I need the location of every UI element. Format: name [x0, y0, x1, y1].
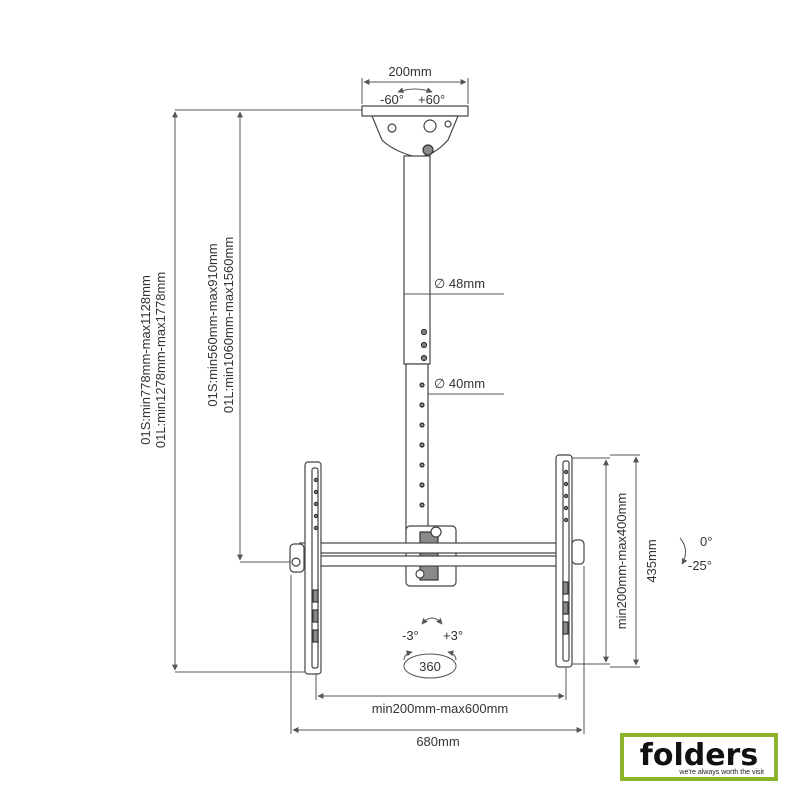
outer-pole-diameter-label: ∅ 48mm: [434, 276, 485, 291]
bracket-height-dimension: 435mm: [610, 454, 659, 668]
tilt-down-label: -25°: [688, 558, 712, 573]
bracket-height-label: 435mm: [644, 539, 659, 582]
logo-name: folders: [640, 738, 758, 773]
pole-height-s-label: 01S:min560mm-max910mm: [205, 243, 220, 406]
rotation-indicator: 360: [403, 650, 457, 679]
total-width-dimension: 680mm: [290, 566, 585, 749]
folders-logo: folders we're always worth the visit: [620, 733, 778, 781]
tilt-indicator: 0° -25°: [679, 534, 712, 573]
plate-width-label: 200mm: [388, 64, 431, 79]
plate-tilt-right-label: +60°: [418, 92, 445, 107]
pole-height-dimension: 01S:min560mm-max910mm 01L:min1060mm-max1…: [205, 111, 290, 563]
swivel-left-label: -3°: [402, 628, 419, 643]
total-height-dimension: 01S:min778mm-max1128mm 01L:min1278mm-max…: [138, 109, 362, 673]
rotation-label: 360: [419, 659, 441, 674]
inner-pole-diameter-label: ∅ 40mm: [434, 376, 485, 391]
left-vesa-bracket: [289, 461, 322, 675]
pole-diameter-callouts: ∅ 48mm ∅ 40mm: [428, 276, 504, 395]
ceiling-plate: [361, 105, 469, 158]
vesa-horizontal-label: min200mm-max600mm: [372, 701, 509, 716]
logo-frame: [620, 733, 778, 781]
swivel-indicator: -3° +3°: [402, 617, 463, 643]
plate-tilt-left-label: -60°: [380, 92, 404, 107]
vesa-vertical-label: min200mm-max400mm: [614, 493, 629, 630]
right-vesa-bracket: [555, 454, 585, 668]
total-width-label: 680mm: [416, 734, 459, 749]
inner-pole: [405, 363, 429, 533]
total-height-l-label: 01L:min1278mm-max1778mm: [153, 272, 168, 448]
tilt-up-label: 0°: [700, 534, 712, 549]
outer-pole: [403, 155, 431, 365]
swivel-right-label: +3°: [443, 628, 463, 643]
vesa-vertical-dimension: min200mm-max400mm: [572, 457, 629, 665]
plate-width-dimension: 200mm -60° +60°: [361, 64, 469, 107]
pole-height-l-label: 01L:min1060mm-max1560mm: [221, 237, 236, 413]
logo-tagline: we're always worth the visit: [678, 769, 764, 776]
vesa-horizontal-dimension: min200mm-max600mm: [315, 668, 567, 716]
total-height-s-label: 01S:min778mm-max1128mm: [138, 275, 153, 445]
